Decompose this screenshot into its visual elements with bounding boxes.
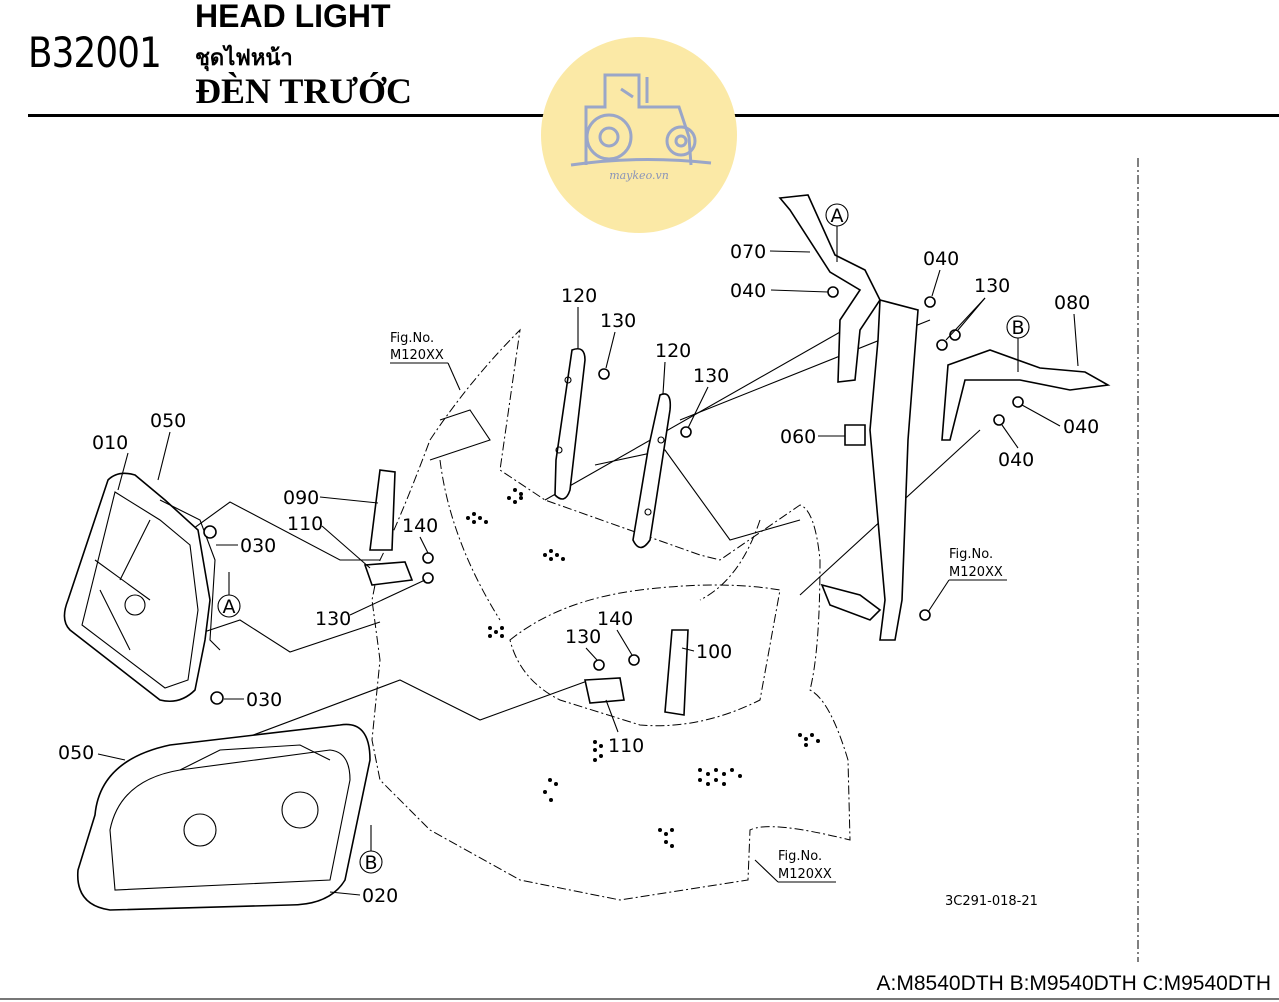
page-title-thai: ชุดไฟหน้า xyxy=(195,45,293,71)
label-120-left: 120 xyxy=(561,285,597,307)
bracket-120-right xyxy=(632,393,672,549)
headlight-left xyxy=(63,472,221,703)
stay-070 xyxy=(778,194,881,383)
label-110-bottom: 110 xyxy=(608,735,644,757)
callout-a-top: A xyxy=(825,203,849,262)
label-040-a: 040 xyxy=(730,280,766,302)
bracket-100 xyxy=(584,629,689,716)
label-020: 020 xyxy=(362,885,398,907)
part-labels: 010 050 030 030 050 020 090 110 140 130 … xyxy=(58,241,1099,907)
svg-text:B: B xyxy=(364,852,377,874)
page-code: B32001 xyxy=(28,28,162,77)
label-030-bottom: 030 xyxy=(246,689,282,711)
svg-text:A: A xyxy=(223,596,236,618)
label-040-b: 040 xyxy=(923,248,959,270)
label-010: 010 xyxy=(92,432,128,454)
model-applicability: A:M8540DTH B:M9540DTH C:M9540DTH xyxy=(876,972,1271,995)
callout-b-top: B xyxy=(1006,315,1030,372)
stay-060 xyxy=(820,298,919,641)
label-130-right: 130 xyxy=(974,275,1010,297)
label-090: 090 xyxy=(283,487,319,509)
label-130-upper: 130 xyxy=(600,310,636,332)
svg-text:Fig.No.: Fig.No. xyxy=(949,547,993,562)
label-050-top: 050 xyxy=(150,410,186,432)
fig-ref-top: Fig.No. M120XX xyxy=(390,331,461,391)
label-130-left: 130 xyxy=(315,608,351,630)
label-130-upper-right: 130 xyxy=(693,365,729,387)
fig-ref-right: Fig.No. M120XX xyxy=(927,547,1007,613)
svg-text:M120XX: M120XX xyxy=(778,867,832,882)
label-030-top: 030 xyxy=(240,535,276,557)
label-130-bottom: 130 xyxy=(565,626,601,648)
svg-text:M120XX: M120XX xyxy=(949,565,1003,580)
grille-mesh-dots xyxy=(466,488,820,848)
label-100: 100 xyxy=(696,641,732,663)
svg-text:Fig.No.: Fig.No. xyxy=(778,849,822,864)
watermark-text: maykeo.vn xyxy=(609,169,669,182)
label-110-top: 110 xyxy=(287,513,323,535)
stay-080 xyxy=(941,349,1111,441)
callout-a-left: A xyxy=(217,572,241,618)
label-040-c: 040 xyxy=(1063,416,1099,438)
svg-text:Fig.No.: Fig.No. xyxy=(390,331,434,346)
headlight-right xyxy=(77,723,371,911)
watermark-logo: maykeo.vn xyxy=(541,37,737,233)
footer-divider xyxy=(0,998,1279,1000)
label-080: 080 xyxy=(1054,292,1090,314)
tractor-icon xyxy=(570,73,712,167)
callout-b-left: B xyxy=(359,825,383,874)
drawing-code: 3C291-018-21 xyxy=(945,894,1038,909)
label-070: 070 xyxy=(730,241,766,263)
label-060: 060 xyxy=(780,426,816,448)
fig-ref-bottom: Fig.No. M120XX xyxy=(754,849,836,883)
page-title-vietnamese: ĐÈN TRƯỚC xyxy=(195,71,413,111)
label-040-d: 040 xyxy=(998,449,1034,471)
label-120-right: 120 xyxy=(655,340,691,362)
label-140-bottom: 140 xyxy=(597,608,633,630)
label-140-top: 140 xyxy=(402,515,438,537)
bracket-120-left xyxy=(554,347,586,500)
svg-text:A: A xyxy=(831,205,844,227)
bracket-090 xyxy=(363,469,414,586)
page-title-english: HEAD LIGHT xyxy=(195,0,391,34)
svg-text:B: B xyxy=(1011,317,1024,339)
label-050-bottom: 050 xyxy=(58,742,94,764)
fasteners xyxy=(203,286,1024,705)
svg-text:M120XX: M120XX xyxy=(390,348,444,363)
